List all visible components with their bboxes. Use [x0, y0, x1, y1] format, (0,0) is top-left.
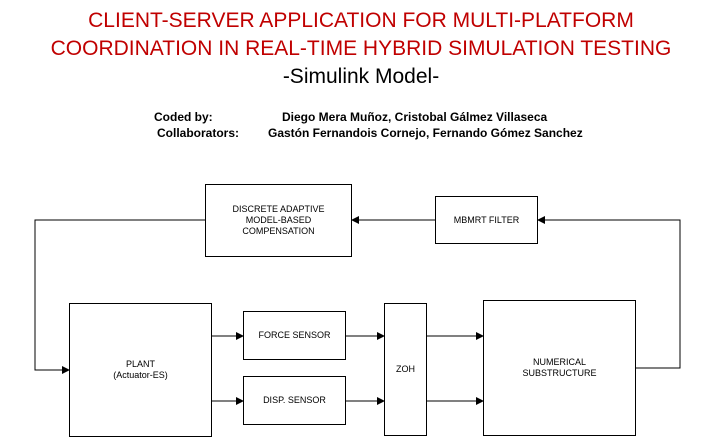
disp-sensor-block[interactable]: DISP. SENSOR [243, 376, 346, 425]
mbmrt-filter-block[interactable]: MBMRT FILTER [435, 196, 538, 244]
plant-line-1: PLANT [125, 359, 155, 369]
plant-block[interactable]: PLANT (Actuator-ES) [69, 303, 212, 437]
mbmrt-filter-label: MBMRT FILTER [453, 214, 520, 225]
disp-sensor-label: DISP. SENSOR [263, 395, 326, 405]
numerical-line-2: SUBSTRUCTURE [522, 368, 597, 378]
zoh-block[interactable]: ZOH [384, 303, 427, 436]
title-line-2: COORDINATION IN REAL-TIME HYBRID SIMULAT… [50, 37, 672, 60]
coded-by-names: Diego Mera Muñoz, Cristobal Gálmez Villa… [282, 110, 548, 124]
collaborators-names: Gastón Fernandois Cornejo, Fernando Góme… [268, 126, 583, 140]
coded-by-label: Coded by: [154, 110, 213, 124]
numerical-to-filter-line [537, 216, 681, 369]
compensation-line-3: COMPENSATION [242, 226, 315, 236]
numerical-substructure-block[interactable]: NUMERICAL SUBSTRUCTURE [483, 300, 636, 436]
compensation-line-1: DISCRETE ADAPTIVE [232, 204, 325, 214]
compensation-to-plant-line [34, 219, 205, 374]
plant-line-2: (Actuator-ES) [113, 370, 168, 380]
title-line-1: CLIENT-SERVER APPLICATION FOR MULTI-PLAT… [88, 9, 634, 32]
numerical-line-1: NUMERICAL [532, 357, 586, 367]
force-sensor-block[interactable]: FORCE SENSOR [243, 311, 346, 360]
force-sensor-label: FORCE SENSOR [258, 330, 331, 340]
compensation-line-2: MODEL-BASED [245, 215, 312, 225]
zoh-label: ZOH [396, 364, 415, 374]
collaborators-label: Collaborators: [157, 126, 240, 140]
compensation-block[interactable]: DISCRETE ADAPTIVE MODEL-BASED COMPENSATI… [205, 184, 352, 257]
subtitle: -Simulink Model- [282, 65, 440, 88]
